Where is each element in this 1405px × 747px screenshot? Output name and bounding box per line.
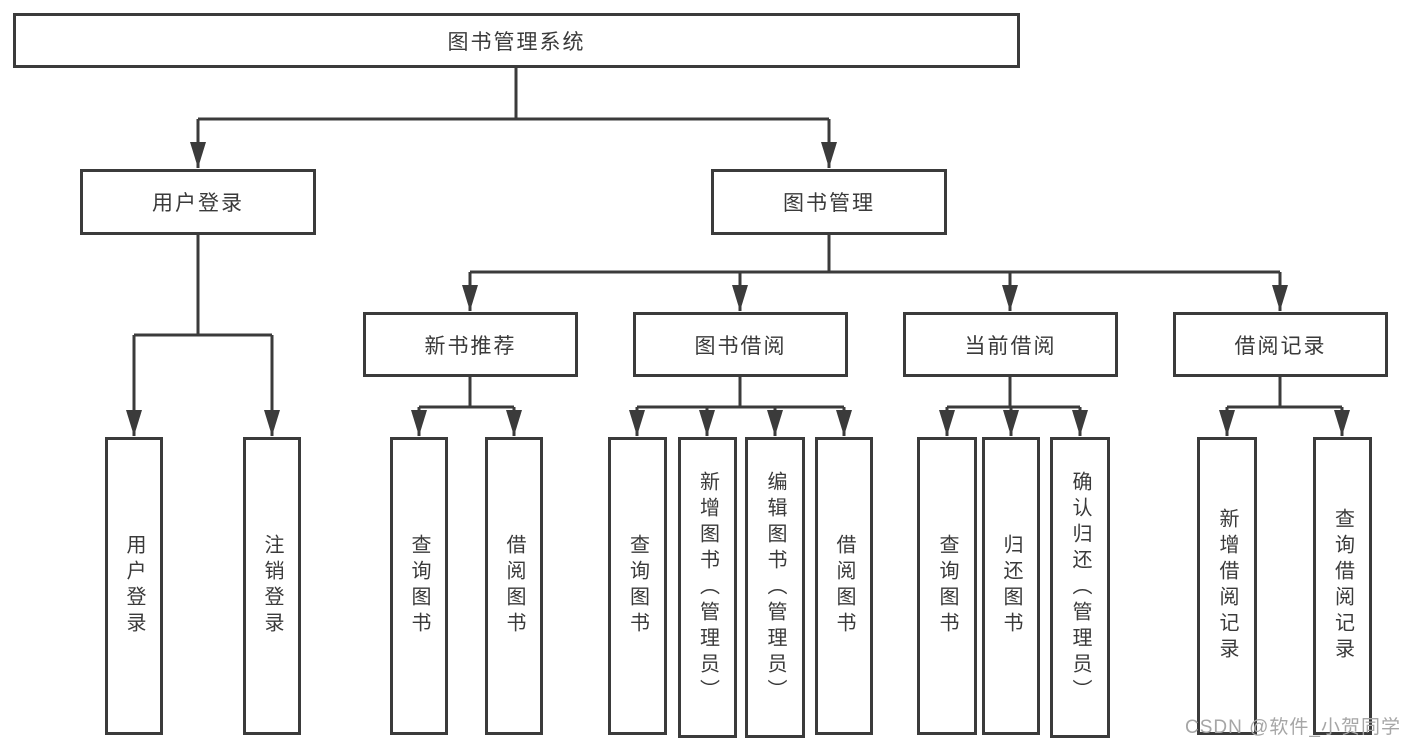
node-new-book-recommend: 新书推荐 (363, 312, 578, 377)
user-login-connectors (126, 235, 280, 436)
leaf-borrow-books-borrowing: 借阅图书 (815, 437, 873, 735)
node-label: 查询图书 (936, 534, 958, 638)
node-label: 新增图书（管理员） (696, 470, 719, 705)
node-label: 图书管理系统 (447, 30, 586, 54)
node-label: 查询借阅记录 (1331, 508, 1354, 664)
node-label: 新增借阅记录 (1216, 508, 1238, 664)
node-label: 用户登录 (123, 534, 145, 638)
node-book-management: 图书管理 (711, 169, 947, 235)
leaf-add-book-admin: 新增图书（管理员） (678, 437, 737, 738)
node-label: 查询图书 (408, 534, 430, 638)
node-borrowing-records: 借阅记录 (1173, 312, 1388, 377)
leaf-logout: 注销登录 (243, 437, 301, 735)
leaf-query-books-recommend: 查询图书 (390, 437, 448, 735)
records-connectors (1219, 377, 1350, 436)
borrowing-connectors (629, 377, 852, 436)
leaf-edit-book-admin: 编辑图书（管理员） (745, 437, 805, 738)
node-label: 借阅记录 (1234, 334, 1327, 358)
node-label: 图书借阅 (694, 334, 787, 358)
node-label: 注销登录 (261, 534, 283, 638)
node-current-borrowing: 当前借阅 (903, 312, 1118, 377)
node-label: 编辑图书（管理员） (764, 470, 786, 705)
node-label: 用户登录 (152, 192, 244, 215)
node-book-borrowing: 图书借阅 (633, 312, 848, 377)
leaf-user-login: 用户登录 (105, 437, 163, 735)
leaf-borrow-books-recommend: 借阅图书 (485, 437, 543, 735)
node-label: 图书管理 (783, 192, 875, 215)
root-connectors (190, 68, 837, 168)
node-label: 确认归还（管理员） (1069, 470, 1091, 705)
csdn-watermark: CSDN @软件_小贺同学 (1185, 717, 1401, 738)
node-label: 查询图书 (626, 534, 649, 638)
node-user-login: 用户登录 (80, 169, 316, 235)
leaf-query-books-current: 查询图书 (917, 437, 977, 735)
leaf-query-books-borrowing: 查询图书 (608, 437, 667, 735)
node-library-system: 图书管理系统 (13, 13, 1020, 68)
leaf-confirm-return-admin: 确认归还（管理员） (1050, 437, 1110, 738)
leaf-query-borrow-record: 查询借阅记录 (1313, 437, 1372, 735)
node-label: 归还图书 (1000, 534, 1022, 638)
current-borrowing-connectors (939, 377, 1088, 436)
leaf-add-borrow-record: 新增借阅记录 (1197, 437, 1257, 735)
node-label: 借阅图书 (503, 534, 525, 638)
recommend-connectors (411, 377, 522, 436)
leaf-return-books: 归还图书 (982, 437, 1040, 735)
node-label: 当前借阅 (964, 334, 1057, 358)
book-management-connectors (462, 235, 1288, 311)
node-label: 新书推荐 (424, 334, 517, 358)
node-label: 借阅图书 (833, 534, 855, 638)
